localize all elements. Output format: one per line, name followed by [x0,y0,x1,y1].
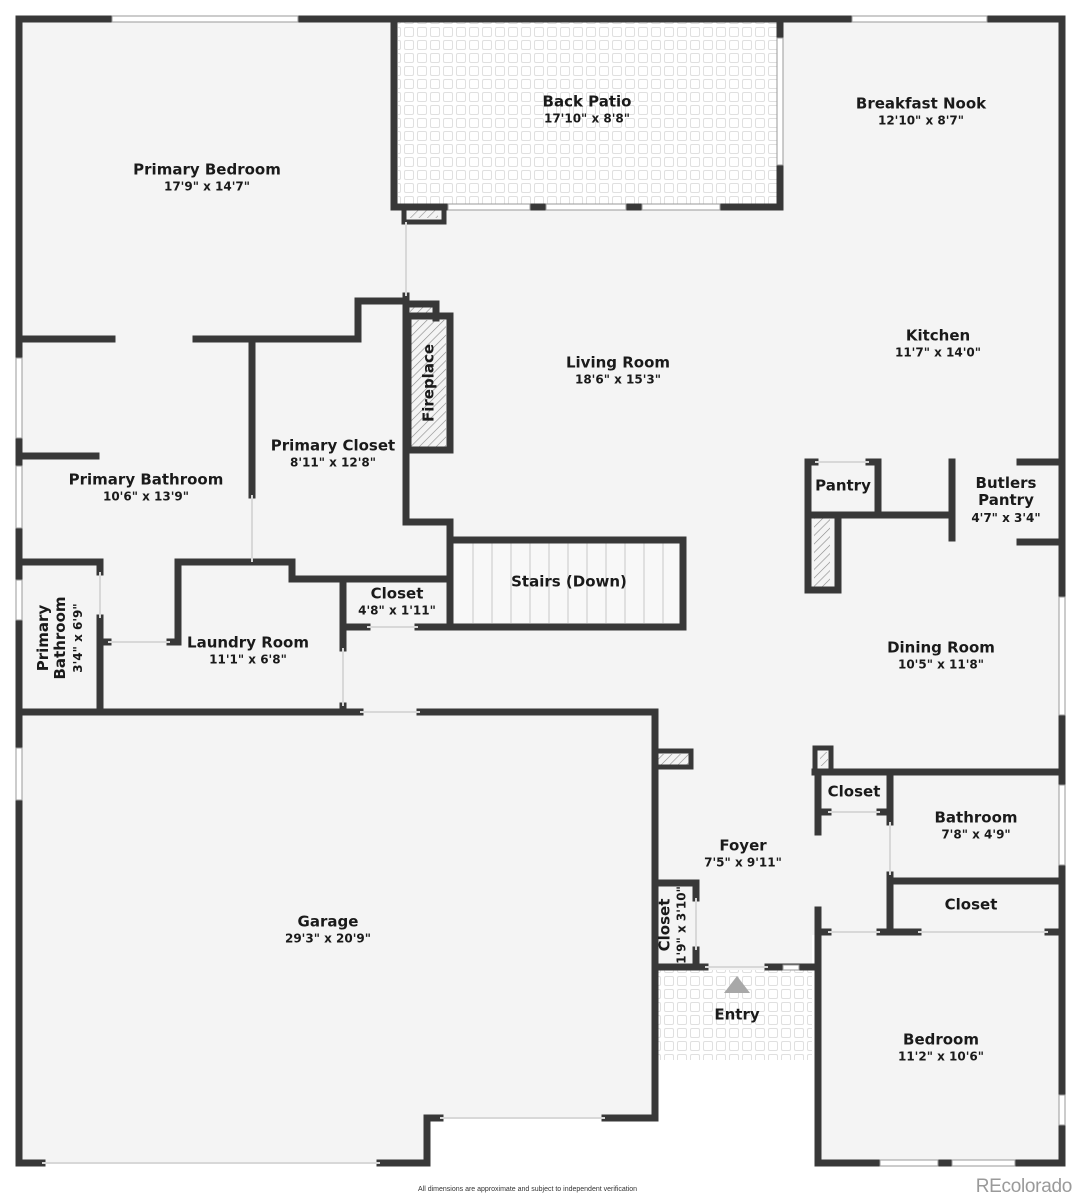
window [879,1159,939,1167]
room-label-primary-closet: Primary Closet 8'11" x 12'8" [270,436,396,470]
brand-logo: REcolorado [975,1176,1073,1197]
window [447,203,531,211]
window [851,15,988,23]
room-label-fireplace: Fireplace [419,343,438,423]
window [1058,596,1066,716]
room-label-entry: Entry [714,1005,760,1024]
room-label-primary-bedroom: Primary Bedroom 17'9" x 14'7" [133,160,281,194]
entry-arrow-icon [724,976,750,993]
window [782,964,800,971]
windows [15,15,1066,1167]
room-label-stairs: Stairs (Down) [511,572,627,591]
back-patio-tiles [398,22,780,206]
room-label-butlers-pantry: Butlers Pantry 4'7" x 3'4" [971,473,1041,525]
room-label-garage: Garage 29'3" x 20'9" [284,912,372,946]
room-label-laundry-room: Laundry Room 11'1" x 6'8" [187,633,309,667]
room-label-living-room: Living Room 18'6" x 15'3" [565,353,671,387]
room-label-bedroom: Bedroom 11'2" x 10'6" [897,1030,985,1064]
window [15,465,23,529]
room-label-kitchen: Kitchen 11'7" x 14'0" [894,326,982,360]
room-label-bathroom: Bathroom 7'8" x 4'9" [934,808,1018,842]
window [111,15,299,23]
window [1058,1094,1066,1126]
room-label-foyer: Foyer 7'5" x 9'11" [704,836,782,870]
stairs-treads [453,543,681,623]
doorways [42,222,1048,1164]
fireplace-hearth [410,320,446,450]
window [776,37,784,166]
room-label-primary-bathroom: Primary Bathroom 10'6" x 13'9" [68,470,224,504]
walls [15,15,1066,1167]
disclaimer-text: All dimensions are approximate and subje… [418,1186,638,1193]
window [951,1159,1016,1167]
room-label-closet-hall: Closet 4'8" x 1'11" [358,584,436,618]
window [15,747,23,801]
window [1058,784,1066,866]
room-label-primary-bathroom-small: Primary Bathroom 3'4" x 6'9" [33,596,85,680]
hatched-fixtures [410,210,830,766]
room-label-dining-room: Dining Room 10'5" x 11'8" [887,638,995,672]
window [15,579,23,621]
room-label-closet-foyer-left: Closet 1'9" x 3'10" [655,886,689,964]
room-label-pantry: Pantry [815,476,871,495]
room-label-closet-bedroom: Closet [944,895,998,914]
window [545,203,627,211]
window [641,203,721,211]
room-label-breakfast-nook: Breakfast Nook 12'10" x 8'7" [855,94,987,128]
window [15,357,23,439]
room-label-closet-foyer-right: Closet [827,782,881,801]
room-label-back-patio: Back Patio 17'10" x 8'8" [542,92,632,126]
